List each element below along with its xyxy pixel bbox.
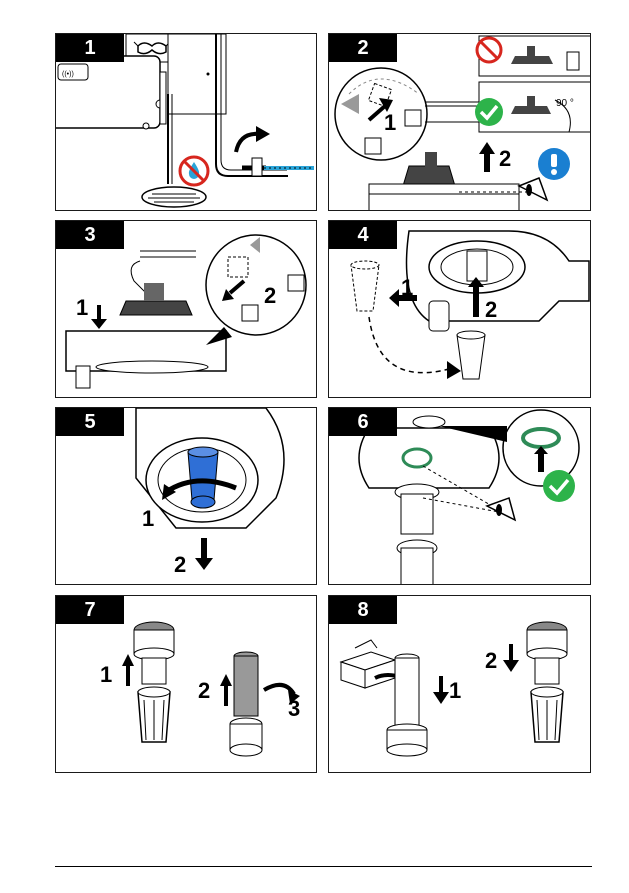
panel-step-1: 1 ((•)) [55, 33, 317, 211]
callout-1: 1 [401, 275, 413, 301]
callout-2: 2 [174, 552, 186, 578]
step-badge: 2 [329, 34, 397, 62]
check-icon [543, 470, 575, 502]
callout-1: 1 [142, 506, 154, 532]
panel-step-2: 2 [328, 33, 591, 211]
no-water-icon [180, 157, 208, 185]
step-badge: 5 [56, 408, 124, 436]
arrow-icon [236, 126, 270, 152]
svg-text:((•)): ((•)) [62, 71, 74, 78]
panel-step-6: 6 [328, 407, 591, 585]
callout-2: 2 [485, 297, 497, 323]
callout-2: 2 [264, 283, 276, 309]
callout-2: 2 [485, 648, 497, 674]
step-badge: 4 [329, 221, 397, 249]
info-icon [538, 148, 570, 180]
step-badge: 7 [56, 596, 124, 624]
callout-1: 1 [384, 110, 396, 136]
callout-2: 2 [499, 146, 511, 172]
eye-icon [519, 178, 547, 200]
panel-step-8: 8 1 2 [328, 595, 591, 773]
no-icon [477, 38, 501, 62]
panel-step-3: 3 1 2 [55, 220, 317, 398]
callout-2: 2 [198, 678, 210, 704]
callout-1: 1 [76, 295, 88, 321]
angle-label: 90 ° [556, 98, 574, 109]
step-badge: 1 [56, 34, 124, 62]
panel-step-4: 4 1 2 [328, 220, 591, 398]
panel-step-7: 7 1 2 3 [55, 595, 317, 773]
step-badge: 3 [56, 221, 124, 249]
callout-1: 1 [449, 678, 461, 704]
panel-step-5: 5 1 2 [55, 407, 317, 585]
check-icon [475, 98, 503, 126]
callout-3: 3 [288, 696, 300, 722]
step-badge: 8 [329, 596, 397, 624]
eye-icon [487, 498, 515, 520]
step-badge: 6 [329, 408, 397, 436]
footer-rule [55, 866, 592, 867]
callout-1: 1 [100, 662, 112, 688]
